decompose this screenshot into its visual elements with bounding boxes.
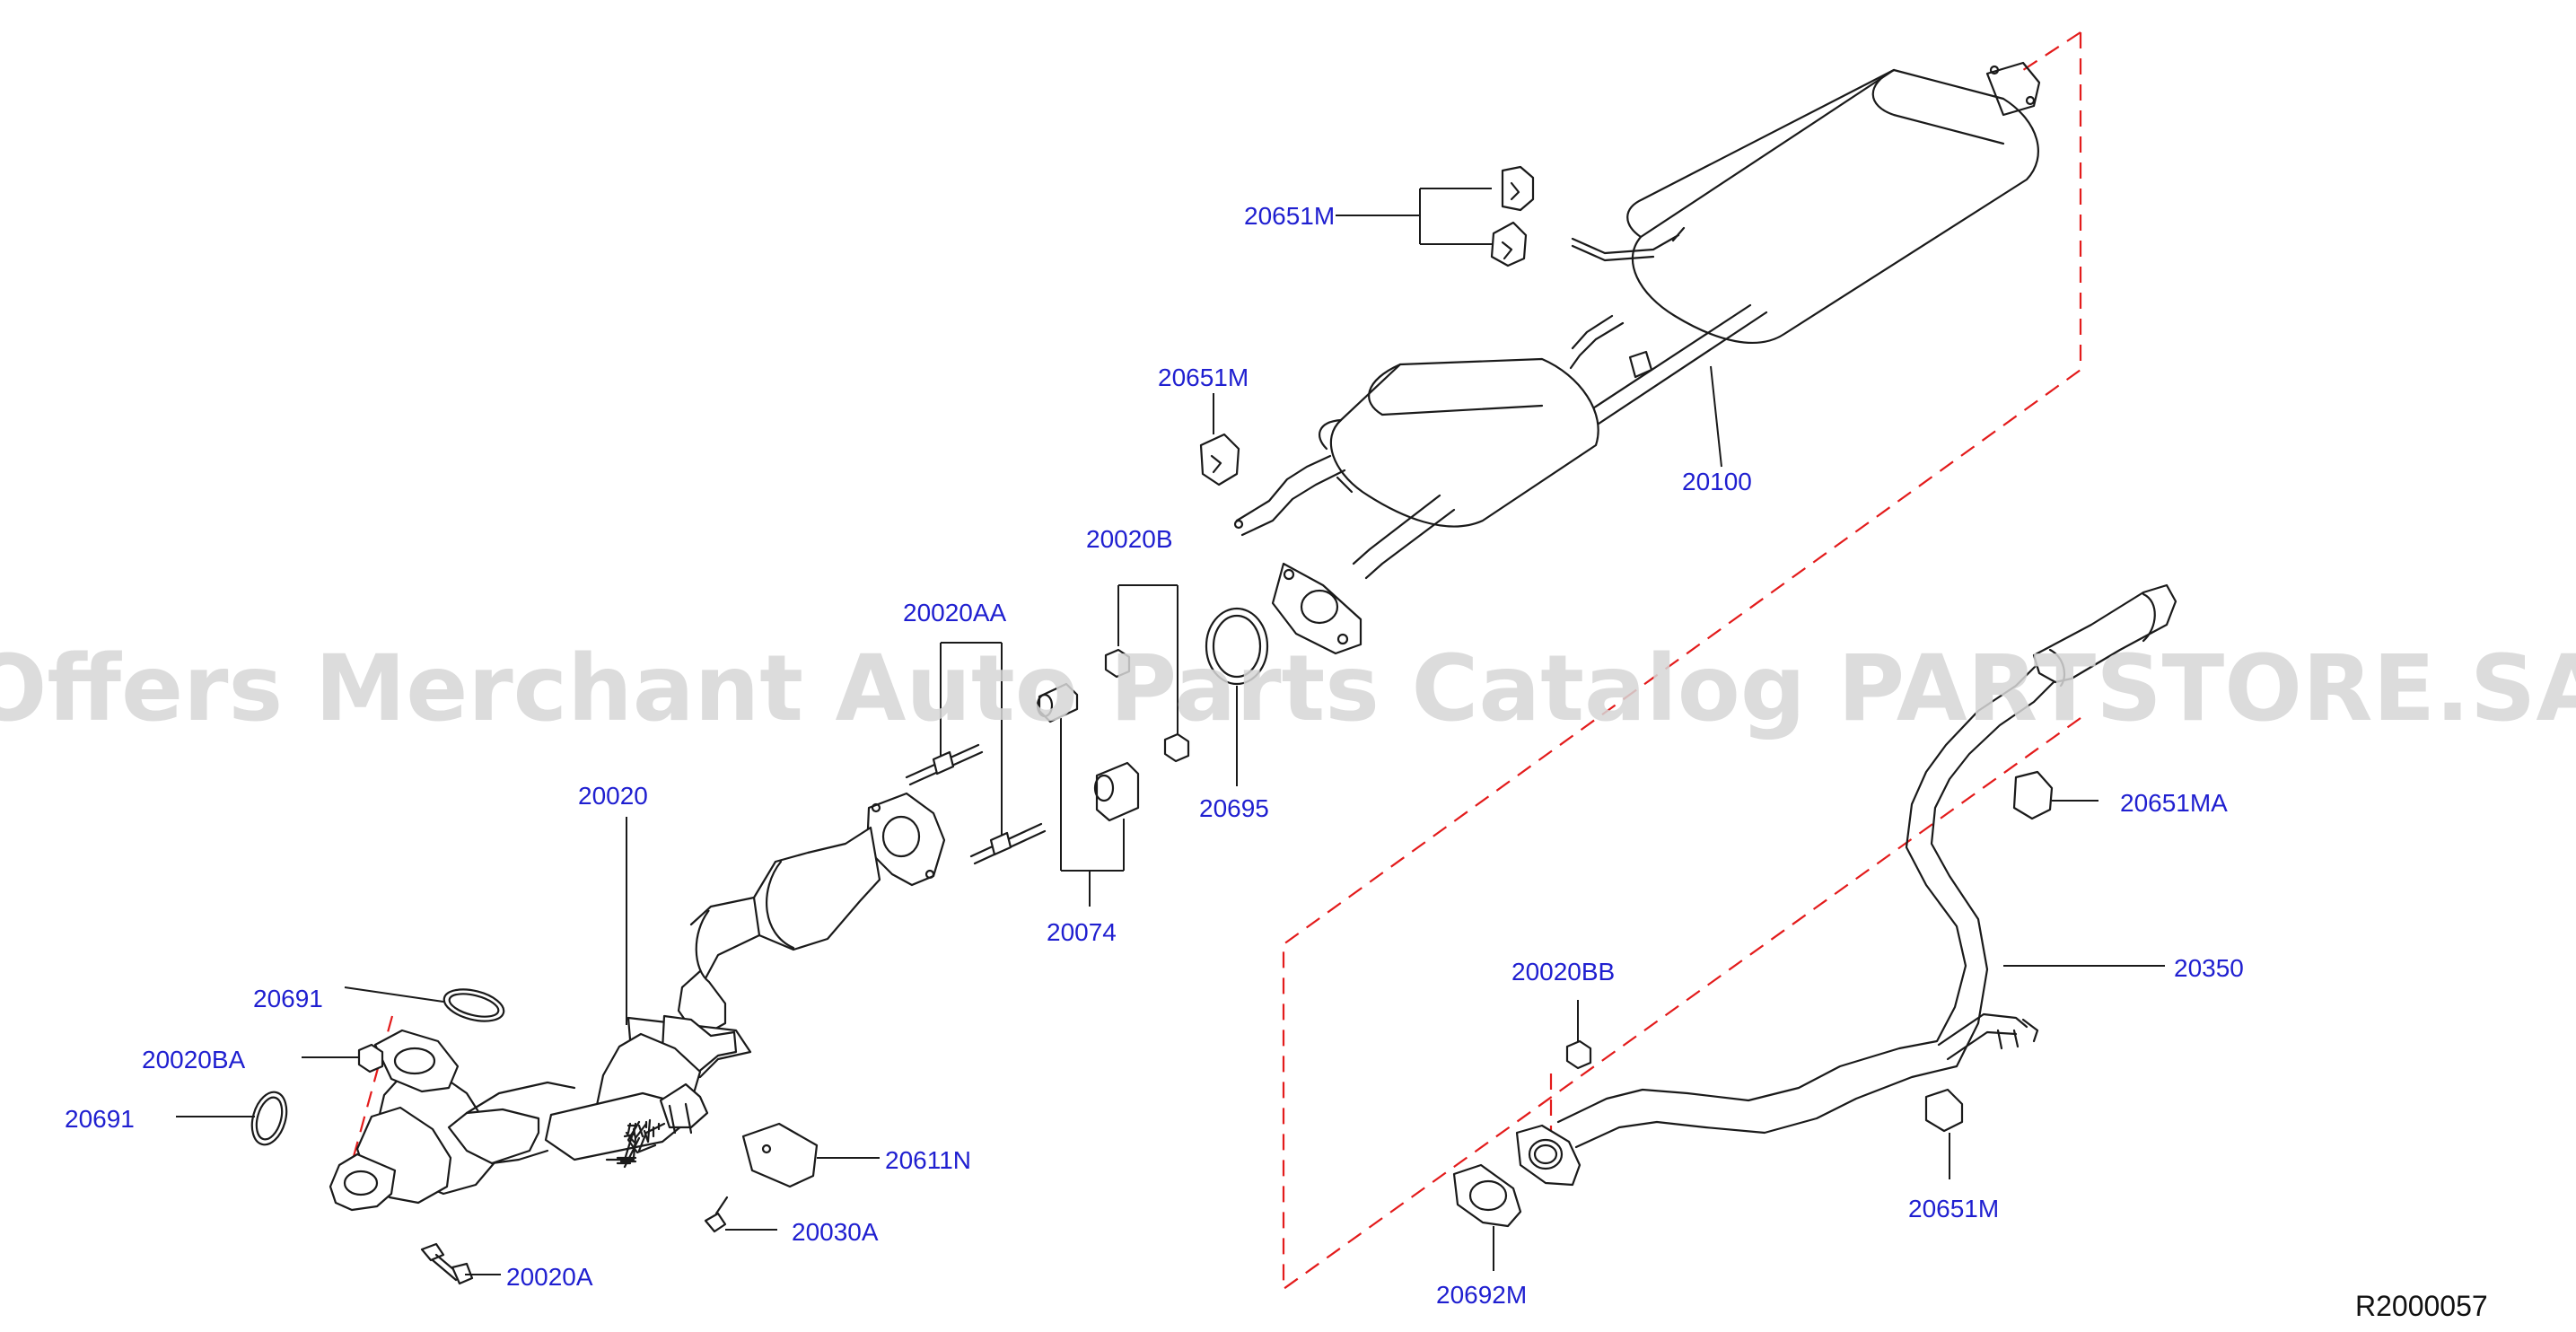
hanger-bottom (1924, 1088, 1964, 1133)
front-catalyst-assembly-20020 (329, 792, 946, 1212)
gasket-20691-a (442, 988, 505, 1022)
leader-lines (176, 188, 2165, 1275)
part-labels: 20651M 20651M 20100 20020B 20020AA 20695… (65, 202, 2244, 1309)
hanger-mid (1199, 433, 1240, 486)
bolt-20030A (704, 1196, 729, 1233)
nut-20020B-a (1104, 648, 1131, 679)
stud-20020AA-a (905, 743, 984, 786)
nut-20020BA (357, 1043, 384, 1073)
gasket-ring-20695 (1205, 607, 1269, 686)
rear-muffler-20100 (1571, 61, 2041, 345)
label-20651MA[interactable]: 20651MA (2120, 789, 2228, 817)
label-20692M[interactable]: 20692M (1436, 1281, 1527, 1309)
label-20020A[interactable]: 20020A (506, 1263, 593, 1291)
spring-20074-b (1093, 761, 1140, 822)
bolt-20020A (420, 1242, 474, 1285)
assembly-boundary (351, 31, 2082, 1292)
spring-20074-a (1036, 682, 1079, 723)
label-20030A[interactable]: 20030A (792, 1218, 879, 1246)
tail-pipe-20350 (1556, 583, 2177, 1149)
hanger-top-1 (1501, 165, 1535, 212)
label-20651M-bottom[interactable]: 20651M (1908, 1195, 1999, 1222)
diagram-reference-code: R2000057 (2355, 1290, 2488, 1322)
gasket-20691-b (250, 1091, 288, 1146)
watermark-text: Offers Merchant Auto Parts Catalog PARTS… (0, 635, 2576, 742)
heat-shield-20611N (741, 1122, 819, 1188)
pipe-inlet-flange (1515, 1124, 1582, 1187)
label-20020BA[interactable]: 20020BA (142, 1046, 246, 1073)
label-20100[interactable]: 20100 (1682, 468, 1752, 495)
label-20691-b[interactable]: 20691 (65, 1105, 135, 1133)
nut-20020BB (1565, 1039, 1592, 1070)
hanger-20651MA (2012, 770, 2054, 820)
label-20350[interactable]: 20350 (2174, 954, 2244, 982)
label-20020AA[interactable]: 20020AA (903, 599, 1007, 627)
label-20651M-top[interactable]: 20651M (1244, 202, 1335, 230)
label-20020B[interactable]: 20020B (1086, 525, 1173, 553)
center-resonator (1233, 303, 1768, 655)
stud-20020AA-b (969, 822, 1047, 865)
label-20691-a[interactable]: 20691 (253, 985, 323, 1012)
flange-20692M (1452, 1163, 1522, 1228)
label-20020[interactable]: 20020 (578, 782, 648, 810)
label-20611N[interactable]: 20611N (885, 1146, 971, 1174)
hanger-top-2 (1490, 221, 1528, 267)
label-20074[interactable]: 20074 (1047, 918, 1117, 946)
label-20651M-mid[interactable]: 20651M (1158, 364, 1249, 391)
label-20695[interactable]: 20695 (1199, 794, 1269, 822)
label-20020BB[interactable]: 20020BB (1511, 958, 1615, 986)
